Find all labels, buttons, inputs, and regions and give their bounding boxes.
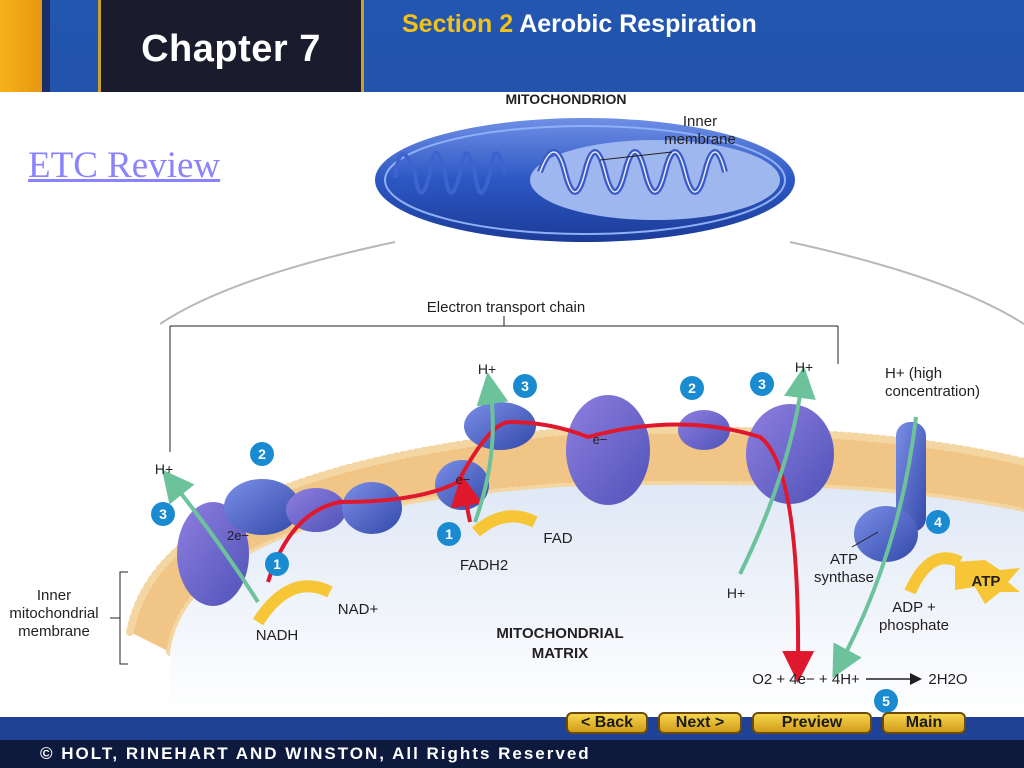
svg-text:3: 3 <box>758 376 766 392</box>
label-nadh: NADH <box>256 627 299 644</box>
label-adp-2: phosphate <box>879 617 949 634</box>
label-high-conc-1: H+ (high <box>885 365 942 382</box>
label-adp-1: ADP + <box>892 599 936 616</box>
etc-review-link[interactable]: ETC Review <box>28 145 221 186</box>
preview-button[interactable]: Preview <box>752 712 872 734</box>
zoom-line-left <box>159 241 396 325</box>
zoom-line-right <box>789 241 1024 325</box>
svg-text:3: 3 <box>521 378 529 394</box>
label-fadh2: FADH2 <box>460 557 508 574</box>
label-h-plus-4: H+ <box>727 585 745 601</box>
membrane-bracket <box>119 571 128 665</box>
matrix-label-2: MATRIX <box>532 645 588 662</box>
step-badge-3b: 3 <box>513 374 537 398</box>
label-2e: 2e− <box>227 528 249 543</box>
back-button[interactable]: < Back <box>566 712 648 734</box>
protein-complex-1 <box>177 479 402 606</box>
next-button[interactable]: Next > <box>658 712 742 734</box>
step-badge-4: 4 <box>926 510 950 534</box>
label-atp: ATP <box>972 573 1001 590</box>
adp-yellow-arrow <box>904 552 963 595</box>
nadh-yellow-arrow <box>252 580 333 626</box>
label-h-plus-2: H+ <box>478 361 496 377</box>
proton-arrow-synthase <box>832 416 918 679</box>
step-badge-1b: 1 <box>437 522 461 546</box>
step-badge-3c: 3 <box>750 372 774 396</box>
svg-text:3: 3 <box>159 506 167 522</box>
svg-text:1: 1 <box>273 556 281 572</box>
label-atp-synthase-1: ATP <box>830 551 858 568</box>
chapter-label: Chapter 7 <box>141 28 321 70</box>
mitochondrion-title: MITOCHONDRION <box>505 92 626 107</box>
section-title: Section 2 Aerobic Respiration <box>402 10 757 39</box>
label-e-2: e− <box>593 432 608 447</box>
inner-mito-membrane-label-2: mitochondrial <box>9 605 98 622</box>
label-fad: FAD <box>543 530 572 547</box>
step-badge-3a: 3 <box>151 502 175 526</box>
equation-right: 2H2O <box>928 671 967 688</box>
etc-bracket <box>169 316 839 452</box>
inner-membrane-label-2: membrane <box>664 131 736 148</box>
proton-arrow-1 <box>162 469 260 604</box>
svg-text:5: 5 <box>882 693 890 709</box>
etc-diagram: MITOCHONDRION Inner membrane Electron tr… <box>9 92 1024 717</box>
proton-arrow-2 <box>473 372 509 523</box>
label-atp-synthase-2: synthase <box>814 569 874 586</box>
step-badge-2b: 2 <box>680 376 704 400</box>
equation-left: O2 + 4e− + 4H+ <box>752 671 860 688</box>
atp-synthase-pointer <box>851 531 879 548</box>
matrix-label-1: MITOCHONDRIAL <box>496 625 623 642</box>
step-badges: 1 2 3 1 3 2 3 4 5 <box>151 372 950 713</box>
inner-membrane-label-1: Inner <box>683 113 717 130</box>
label-nad-plus: NAD+ <box>338 601 379 618</box>
section-name: Aerobic Respiration <box>519 10 757 38</box>
fadh2-yellow-arrow <box>472 510 538 537</box>
step-badge-5: 5 <box>874 689 898 713</box>
inner-mito-membrane-label-1: Inner <box>37 587 71 604</box>
chapter-box: Chapter 7 <box>98 0 364 92</box>
svg-text:2: 2 <box>258 446 266 462</box>
electron-path-arrow <box>266 419 815 683</box>
svg-text:1: 1 <box>445 526 453 542</box>
label-h-plus-1: H+ <box>155 461 173 477</box>
section-number: Section 2 <box>402 10 514 38</box>
mitochondrion-illustration <box>375 118 795 242</box>
svg-text:4: 4 <box>934 514 942 530</box>
label-h-plus-3: H+ <box>795 359 813 375</box>
label-e-1: e− <box>456 472 471 487</box>
footer-bar <box>0 740 1024 768</box>
step-badge-1a: 1 <box>265 552 289 576</box>
copyright-text: © HOLT, RINEHART AND WINSTON, All Rights… <box>40 744 591 763</box>
proton-arrow-3 <box>738 366 816 575</box>
inner-mito-membrane-label-3: membrane <box>18 623 90 640</box>
etc-label: Electron transport chain <box>427 299 585 316</box>
protein-complex-4 <box>746 404 834 504</box>
protein-complex-3 <box>464 395 730 505</box>
label-high-conc-2: concentration) <box>885 383 980 400</box>
atp-starburst <box>955 560 1020 604</box>
main-button[interactable]: Main <box>882 712 966 734</box>
atp-synthase-protein <box>854 422 926 562</box>
step-badge-2a: 2 <box>250 442 274 466</box>
svg-text:2: 2 <box>688 380 696 396</box>
fadh2-electron-arrow <box>450 474 483 523</box>
